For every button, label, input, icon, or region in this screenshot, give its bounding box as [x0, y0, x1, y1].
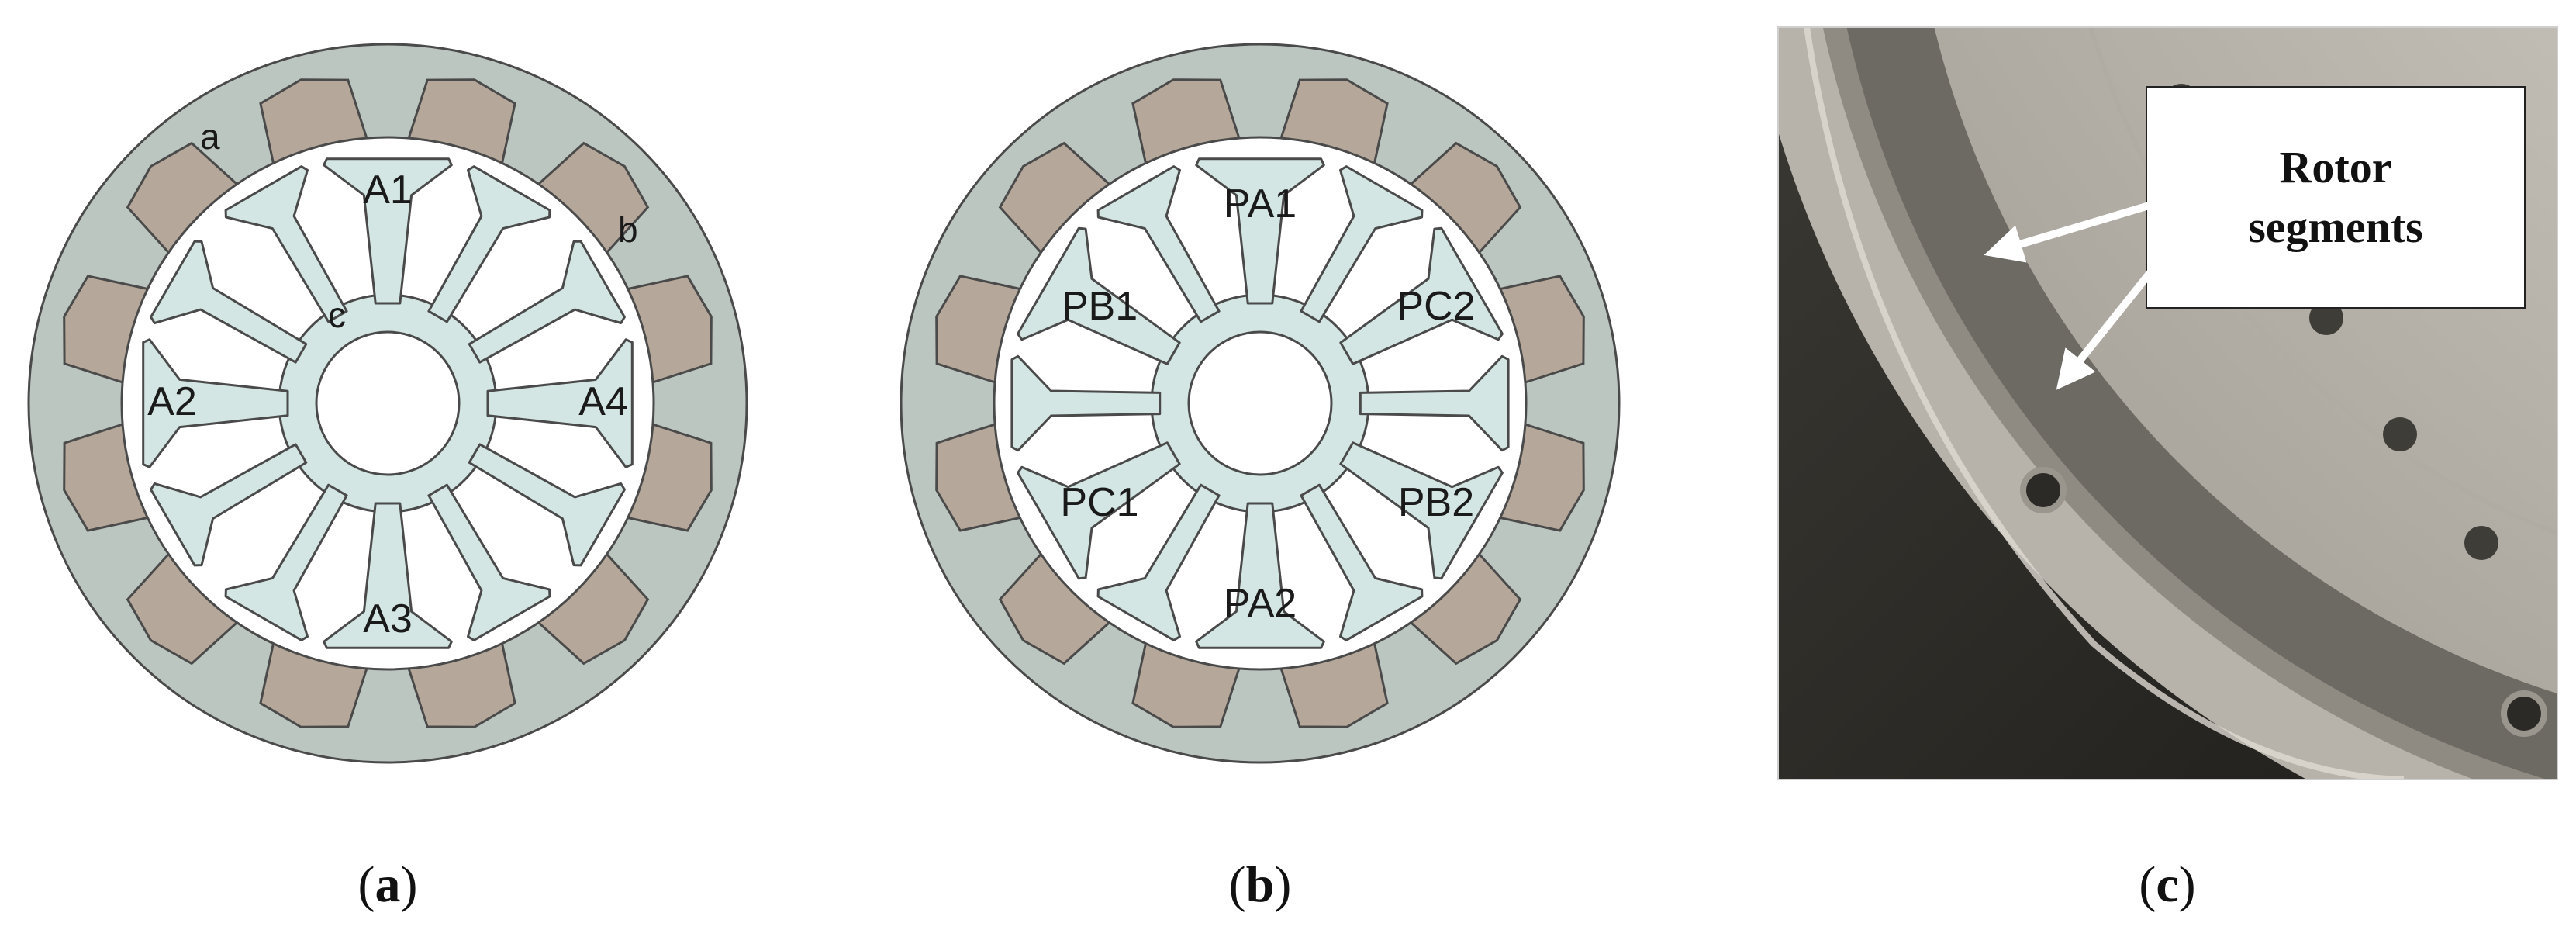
segment-label-pa2: PA2 [1224, 581, 1297, 626]
rotor-segment [150, 240, 308, 364]
flange-bolt-hole [2020, 467, 2067, 513]
region-label-rotor: c [328, 295, 346, 335]
rotor-segment [1300, 483, 1424, 641]
segment-label-a4: A4 [578, 379, 628, 424]
segment-label-a1: A1 [363, 168, 413, 213]
segment-label-pc2: PC2 [1397, 284, 1475, 329]
panel-a: a b c A1 A2 A3 A4 (a) [27, 43, 748, 913]
flange-highlight [1804, 27, 2405, 780]
segment-label-pc1: PC1 [1060, 480, 1138, 525]
rotor-segment [486, 338, 634, 468]
rotor-segment [150, 443, 308, 567]
segment-label-a3: A3 [363, 596, 413, 641]
rotor-segment [1017, 226, 1181, 365]
callout-box [2146, 86, 2526, 309]
shaft-hole-a [315, 330, 461, 476]
segment-label-pa1: PA1 [1224, 182, 1297, 226]
photo-frame [1777, 26, 2558, 780]
rotor-segments-a [142, 157, 634, 649]
rotor-segment [1339, 226, 1504, 365]
rotor-segment [142, 338, 289, 468]
rotor-segment [427, 165, 551, 323]
rotor-segment [1359, 354, 1510, 452]
region-label-winding: b [618, 209, 638, 250]
rotor-segment [427, 483, 551, 641]
rotor-segment [1339, 441, 1504, 580]
rotor-segment [1096, 165, 1221, 323]
rotor-segment [1017, 441, 1181, 580]
callout-line1: Rotor [2280, 142, 2392, 192]
panel-b: PA1 PB1 PC2 PC1 PB2 PA2 (b) [900, 43, 1621, 913]
callout-arrow-upper [1984, 200, 2156, 263]
rotor-segment [468, 240, 626, 364]
callout-line2: segments [2248, 202, 2423, 252]
disc-hole [2309, 301, 2343, 335]
rotor-segment [468, 443, 626, 567]
callout-arrow-lower [2056, 264, 2157, 390]
panel-c: Rotor segments (c) [1777, 26, 2558, 913]
segment-label-pb2: PB2 [1398, 480, 1474, 525]
rotor-segment [1195, 502, 1325, 649]
disc-hole [2464, 526, 2498, 560]
rotor-segment [1010, 354, 1162, 452]
region-label-stator: a [200, 116, 220, 157]
caption-b: (b) [1229, 856, 1292, 913]
flange-bolt-hole [2501, 690, 2547, 737]
segment-label-pb1: PB1 [1062, 284, 1138, 329]
rotor-segment [224, 483, 348, 641]
rotor-segment [224, 165, 348, 323]
caption-c: (c) [2139, 856, 2195, 913]
rotor-segment [323, 502, 453, 649]
segment-label-a2: A2 [147, 379, 197, 424]
rotor-segment [1195, 157, 1325, 305]
rotor-segment [1300, 165, 1424, 323]
rotor-segment [1096, 483, 1221, 641]
shaft-hole-b [1187, 330, 1333, 476]
rotor-segment [323, 157, 453, 305]
caption-a: (a) [358, 856, 418, 913]
disc-hole [2383, 417, 2417, 451]
